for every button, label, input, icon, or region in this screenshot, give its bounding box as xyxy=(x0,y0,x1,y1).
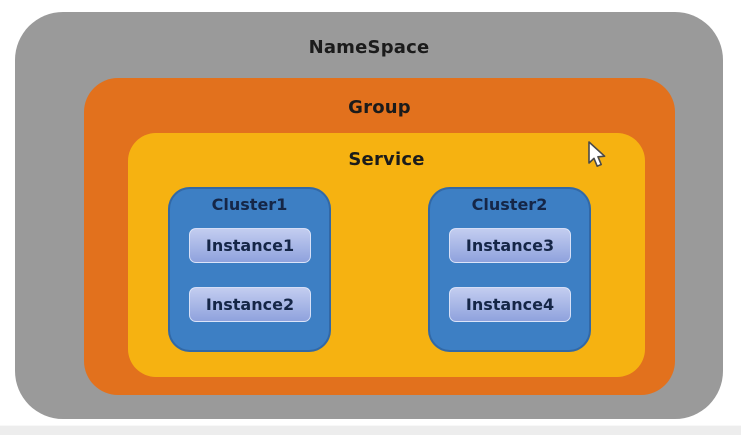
cluster2-label: Cluster2 xyxy=(471,195,548,214)
cluster1-label: Cluster1 xyxy=(211,195,288,214)
namespace-box: NameSpace Group Service Cluster1 Instanc… xyxy=(15,12,723,419)
group-box: Group Service Cluster1 Instance1 Instanc… xyxy=(84,78,675,395)
instance4-box: Instance4 xyxy=(449,287,571,322)
service-box: Service Cluster1 Instance1 Instance2 Clu… xyxy=(128,133,645,377)
instance1-box: Instance1 xyxy=(189,228,311,263)
instance3-box: Instance3 xyxy=(449,228,571,263)
service-label: Service xyxy=(348,149,425,170)
bottom-edge-strip xyxy=(0,425,741,435)
cluster1-box: Cluster1 Instance1 Instance2 xyxy=(168,187,331,352)
cluster2-box: Cluster2 Instance3 Instance4 xyxy=(428,187,591,352)
instance2-box: Instance2 xyxy=(189,287,311,322)
namespace-label: NameSpace xyxy=(308,37,430,58)
group-label: Group xyxy=(348,97,411,118)
